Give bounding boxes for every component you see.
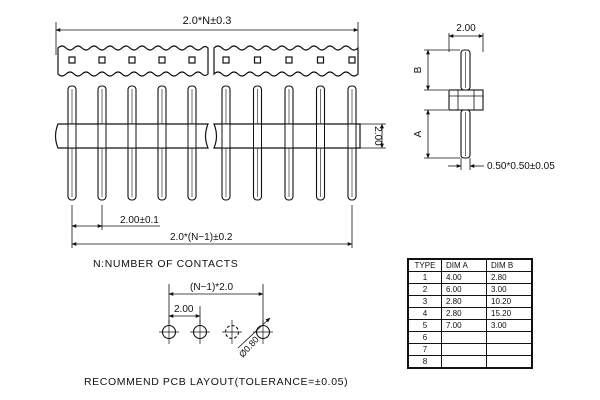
front-dimensions [71, 205, 353, 248]
cell-type: 8 [408, 355, 442, 368]
cell-type: 4 [408, 307, 442, 320]
front-pin-band [253, 123, 262, 149]
cell-dim-b: 3.00 [486, 319, 532, 332]
cell-dim-b [486, 331, 532, 344]
front-pin-band [157, 123, 167, 149]
cell-dim-a [441, 343, 487, 356]
pitch-label: 2.00±0.1 [120, 215, 159, 226]
dim-b-letter: B [413, 66, 424, 73]
front-pin-band [187, 123, 197, 149]
contacts-legend: N:NUMBER OF CONTACTS [93, 258, 239, 270]
cell-dim-b: 2.80 [486, 271, 532, 284]
pcb-layout [168, 284, 271, 349]
top-pin-square [253, 56, 262, 64]
cell-dim-a [441, 355, 487, 368]
cell-dim-b: 3.00 [486, 283, 532, 296]
cell-dim-b [486, 355, 532, 368]
cell-dim-b: 15.20 [486, 307, 532, 320]
top-pin-square [68, 56, 76, 64]
table-row: 8 [408, 355, 532, 368]
top-view-pin-squares [68, 56, 356, 64]
pcb-span-label: (N−1)*2.0 [190, 282, 234, 293]
cell-type: 3 [408, 295, 442, 308]
front-pin-band [127, 123, 137, 149]
cell-type: 2 [408, 283, 442, 296]
top-pin-square [348, 56, 356, 64]
front-pin-band [316, 123, 325, 149]
cell-dim-a: 2.80 [441, 307, 487, 320]
top-pin-square [188, 56, 196, 64]
pcb-hole [224, 324, 240, 340]
cell-dim-a: 4.00 [441, 271, 487, 284]
top-strip-left [57, 45, 209, 77]
pcb-hole [161, 324, 177, 340]
cell-type: 5 [408, 319, 442, 332]
table-row: 7 [408, 343, 532, 356]
header-type: TYPE [408, 259, 442, 272]
top-pin-square [285, 56, 293, 64]
cell-dim-b [486, 343, 532, 356]
table-header-row: TYPE DIM A DIM B [408, 259, 532, 272]
top-pin-square [158, 56, 166, 64]
top-length-label: 2.0*N±0.3 [183, 15, 232, 27]
top-pin-square [128, 56, 136, 64]
cell-type: 1 [408, 271, 442, 284]
cell-dim-a: 2.80 [441, 295, 487, 308]
top-pin-square [222, 56, 230, 64]
pcb-pitch-label: 2.00 [174, 304, 194, 315]
pcb-hole [255, 324, 271, 340]
span-label: 2.0*(N−1)±0.2 [170, 232, 233, 243]
header-dim-b: DIM B [486, 259, 532, 272]
side-view [424, 33, 484, 170]
cell-dim-b: 10.20 [486, 295, 532, 308]
top-pin-square [98, 56, 106, 64]
side-width-label: 2.00 [456, 23, 476, 34]
cell-type: 7 [408, 343, 442, 356]
pcb-holes [159, 320, 273, 344]
pin-size-label: 0.50*0.50±0.05 [487, 161, 555, 172]
top-pin-square [316, 56, 325, 64]
dim-a-letter: A [413, 130, 424, 137]
cell-type: 6 [408, 331, 442, 344]
cell-dim-a [441, 331, 487, 344]
front-pin-band [67, 123, 77, 149]
front-pin-band [97, 123, 107, 149]
front-pin-band [284, 123, 294, 149]
front-height-label: 2.00 [372, 126, 383, 146]
front-pin-band [221, 123, 231, 149]
top-view [55, 22, 359, 77]
front-pin-band [347, 123, 357, 149]
header-dim-a: DIM A [441, 259, 487, 272]
cell-dim-a: 7.00 [441, 319, 487, 332]
front-body-bands [67, 123, 357, 149]
hole-diameter-label: Ø0.80 [237, 334, 261, 359]
cell-dim-a: 6.00 [441, 283, 487, 296]
top-strip-right [213, 45, 359, 77]
table-row: 6 [408, 331, 532, 344]
pcb-hole [192, 324, 208, 340]
pcb-caption: RECOMMEND PCB LAYOUT(TOLERANCE=±0.05) [84, 376, 349, 388]
